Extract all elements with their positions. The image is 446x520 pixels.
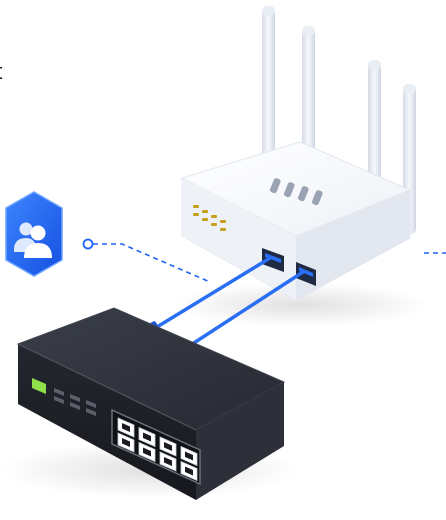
network-switch <box>16 307 286 500</box>
switch-port-socket <box>143 447 151 457</box>
switch-port-socket <box>185 466 193 476</box>
switch-power-led <box>32 378 46 394</box>
dashed-connection-left <box>82 238 211 283</box>
router-top-vents <box>269 178 323 206</box>
user-group-icon <box>5 191 63 277</box>
switch-port-socket <box>143 432 151 442</box>
router-antenna <box>368 60 381 210</box>
cropped-heading-fragment: t <box>0 62 3 84</box>
router-antenna <box>262 6 275 184</box>
switch-port-socket <box>122 438 130 447</box>
switch-port-socket <box>164 457 172 466</box>
switch-port-socket <box>185 451 193 461</box>
router-lan-port <box>296 262 316 286</box>
router-lan-port <box>262 248 284 272</box>
switch-port-socket <box>122 423 130 432</box>
router-status-leds <box>193 205 226 231</box>
switch-indicator-slots <box>54 388 96 416</box>
switch-port-grid <box>117 417 198 482</box>
wifi-router <box>180 6 416 301</box>
switch-port-socket <box>164 442 172 451</box>
